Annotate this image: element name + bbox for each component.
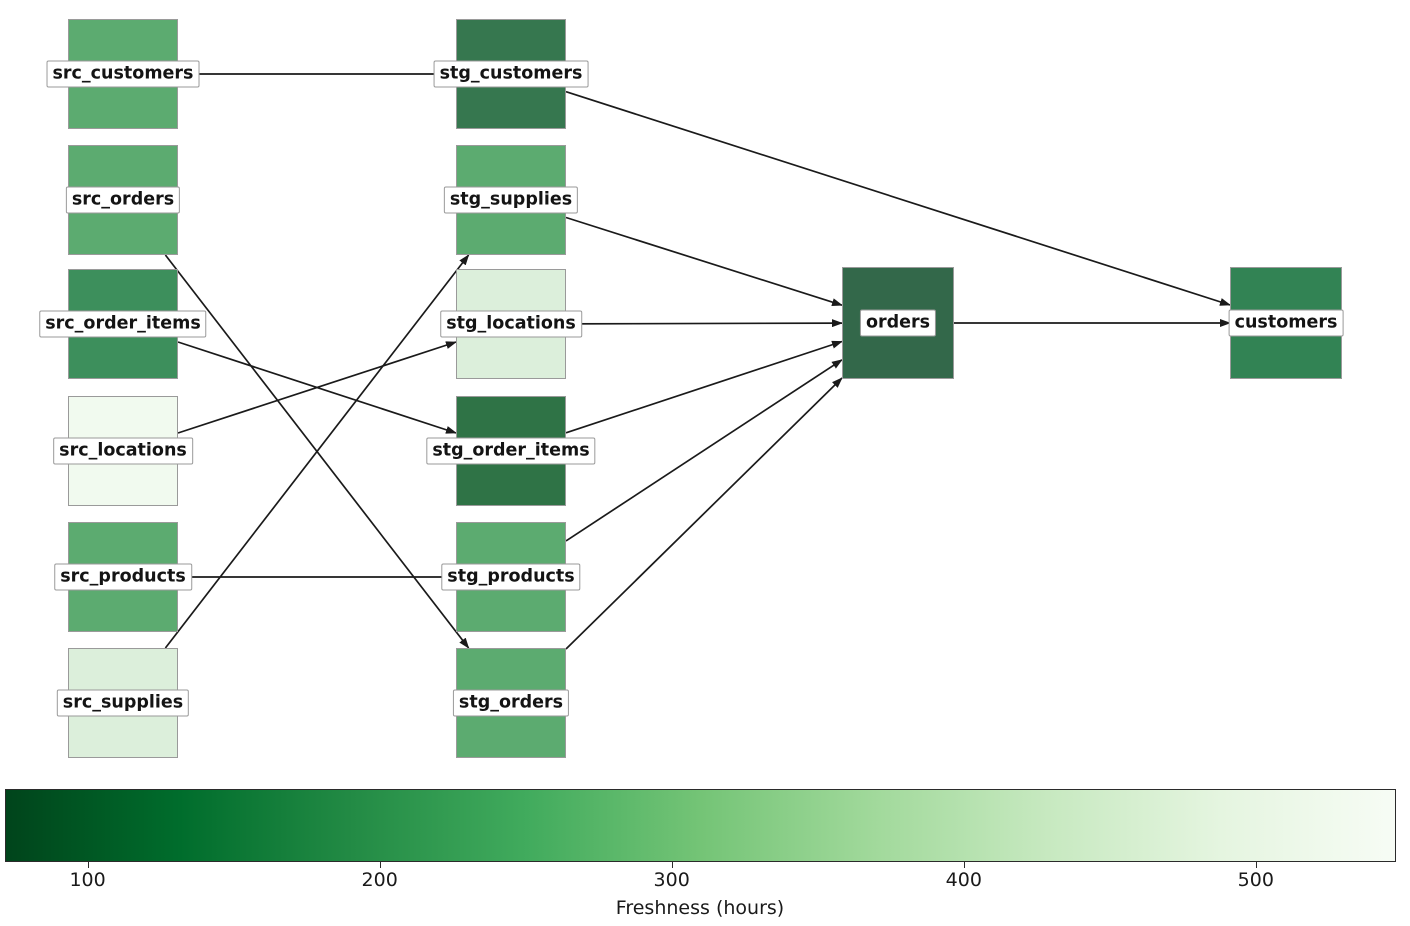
node-label-stg_supplies[interactable]: stg_supplies: [443, 186, 579, 214]
node-label-stg_order_items[interactable]: stg_order_items: [426, 437, 596, 465]
node-label-src_locations[interactable]: src_locations: [53, 437, 193, 465]
edge-src_locations-to-stg_locations: [177, 341, 457, 434]
node-label-src_supplies[interactable]: src_supplies: [56, 689, 190, 717]
colorbar-tick: [87, 862, 89, 868]
colorbar-tick-label: 200: [361, 869, 398, 891]
node-label-stg_locations[interactable]: stg_locations: [440, 310, 582, 338]
node-label-src_orders[interactable]: src_orders: [65, 186, 181, 214]
colorbar-tick: [379, 862, 381, 868]
edge-stg_supplies-to-orders: [565, 216, 843, 307]
colorbar-title: Freshness (hours): [615, 897, 785, 919]
edge-src_order_items-to-stg_order_items: [177, 341, 457, 434]
colorbar-tick-label: 300: [653, 869, 690, 891]
colorbar[interactable]: [5, 789, 1396, 862]
colorbar-tick-label: 100: [69, 869, 106, 891]
node-label-stg_customers[interactable]: stg_customers: [433, 60, 589, 88]
edge-src_orders-to-stg_orders: [164, 254, 470, 649]
edge-stg_orders-to-orders: [565, 377, 843, 650]
colorbar-tick: [963, 862, 965, 868]
node-label-stg_products[interactable]: stg_products: [441, 563, 581, 591]
colorbar-tick-label: 500: [1237, 869, 1274, 891]
colorbar-tick: [671, 862, 673, 868]
edge-src_supplies-to-stg_supplies: [164, 254, 470, 649]
node-label-src_order_items[interactable]: src_order_items: [39, 310, 207, 338]
colorbar-tick-label: 400: [945, 869, 982, 891]
colorbar-tick: [1255, 862, 1257, 868]
node-label-src_customers[interactable]: src_customers: [46, 60, 200, 88]
node-label-orders[interactable]: orders: [859, 309, 937, 337]
node-label-src_products[interactable]: src_products: [54, 563, 192, 591]
colorbar-gradient: [6, 790, 1395, 861]
edge-stg_order_items-to-orders: [565, 340, 843, 434]
node-label-customers[interactable]: customers: [1228, 309, 1344, 337]
edge-stg_locations-to-orders: [565, 319, 843, 328]
edge-stg_products-to-orders: [565, 359, 843, 542]
node-label-stg_orders[interactable]: stg_orders: [452, 689, 570, 717]
